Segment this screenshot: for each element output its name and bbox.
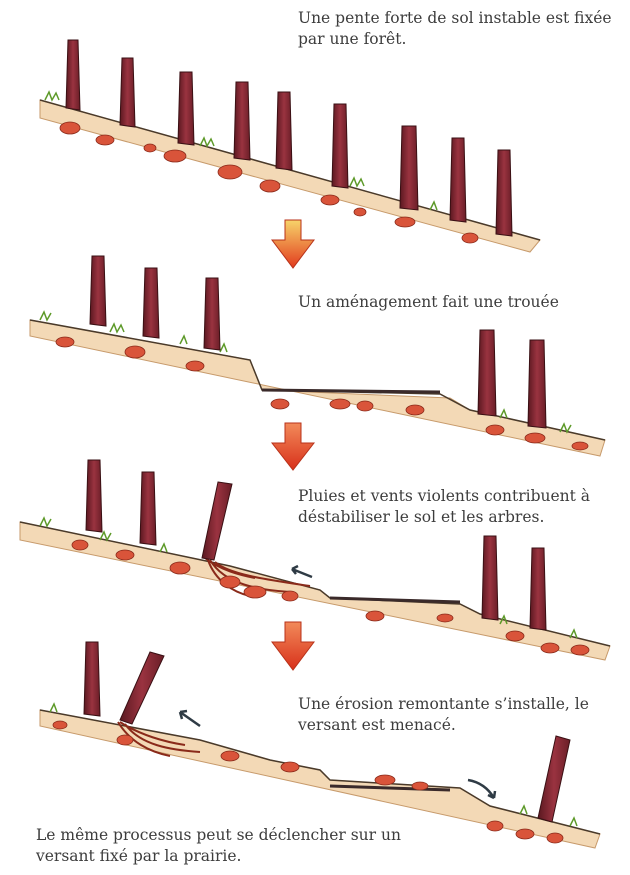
down-arrow-2 [272, 423, 314, 470]
flow-arrow-upslope [180, 711, 200, 726]
panel-4-upslope-erosion [40, 642, 600, 848]
leaning-tree [202, 482, 232, 560]
soil-layer [30, 320, 605, 456]
trees [86, 460, 546, 630]
falling-tree [120, 652, 164, 724]
flow-arrow-left [292, 566, 312, 577]
panel-2-clearing [30, 256, 605, 456]
clearing-surface [262, 390, 440, 392]
down-arrow-3 [272, 622, 314, 670]
trees [90, 256, 546, 428]
down-arrow-1 [272, 220, 314, 268]
panel-3-destabilisation [20, 460, 610, 660]
